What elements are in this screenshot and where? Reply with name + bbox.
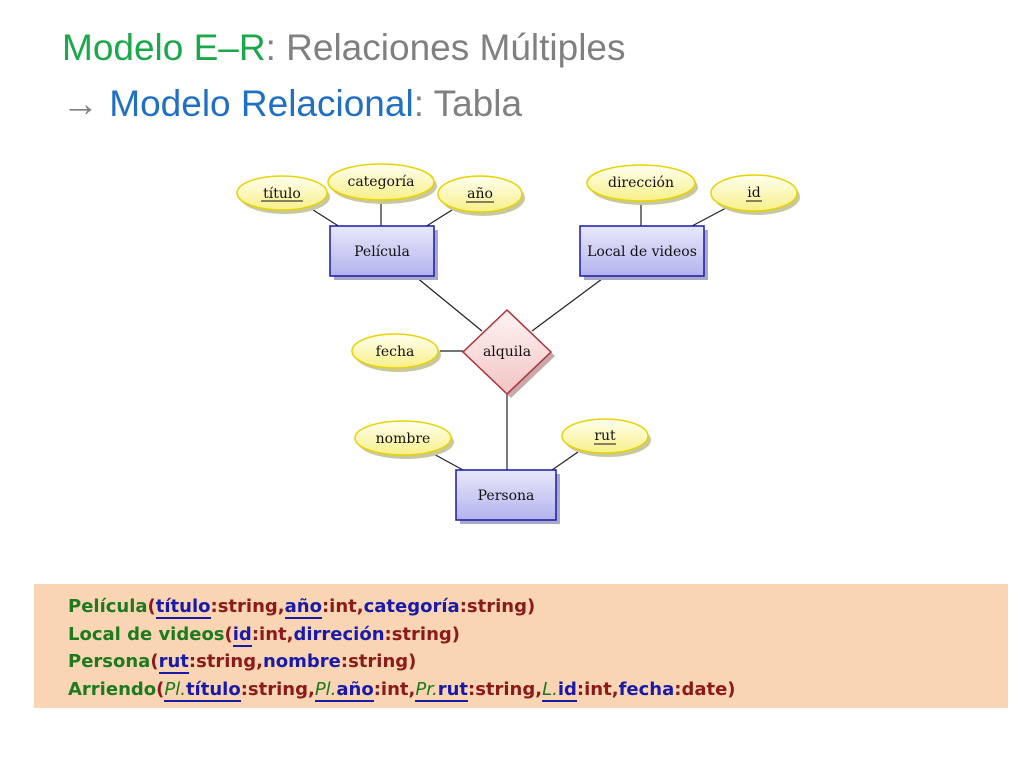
edge-titulo-pelicula — [309, 207, 341, 228]
attribute-fecha: fecha — [351, 333, 441, 372]
entity-label: Local de videos — [587, 244, 697, 260]
relational-schema-box: Película(título:string,año:int,categoría… — [34, 584, 1008, 708]
schema-attr-type: string — [391, 623, 452, 645]
relationship-alquila: alquila — [461, 308, 555, 398]
title-subtitle-1: : Relaciones Múltiples — [265, 27, 626, 68]
schema-attr-type: int — [584, 678, 612, 700]
entity-local-de-videos: Local de videos — [579, 225, 708, 280]
schema-attr-pk: rut — [158, 651, 189, 674]
schema-attr-type: string — [247, 678, 308, 700]
entity-label: Película — [354, 244, 410, 260]
relation-name: Persona — [68, 651, 151, 672]
schema-attr: nombre — [262, 651, 341, 672]
relation-name: Local de videos — [68, 623, 225, 645]
attribute-titulo: título — [236, 175, 330, 214]
attribute-label: dirección — [608, 175, 674, 191]
edge-id-local — [691, 207, 727, 227]
attribute-label: fecha — [376, 344, 415, 360]
edge-pelicula-alquila — [415, 276, 483, 332]
attribute-label: id — [747, 185, 760, 201]
attribute-label: año — [467, 186, 493, 202]
entity-pelicula: Película — [329, 225, 438, 280]
relationship-label: alquila — [483, 344, 531, 360]
attribute-label: nombre — [376, 431, 431, 447]
title-line-2: → Modelo Relacional: Tabla — [62, 76, 626, 132]
schema-attr-type: string — [196, 651, 257, 672]
schema-line-local: Local de videos(id:int,dirreción:string) — [68, 623, 461, 647]
schema-attr-pk: id — [232, 623, 252, 647]
title-relational-model: Modelo Relacional — [109, 83, 414, 124]
schema-attr-type: int — [259, 623, 287, 645]
schema-attr-type: string — [466, 596, 527, 617]
attribute-anio: año — [437, 175, 525, 216]
schema-attr-type: int — [329, 596, 357, 617]
relation-name: Película — [68, 596, 148, 617]
schema-attr-pk: id — [557, 678, 577, 700]
attribute-id: id — [710, 174, 800, 215]
title-er-model: Modelo E–R — [62, 27, 266, 68]
attribute-categoria: categoría — [327, 163, 437, 204]
attribute-label: categoría — [347, 174, 414, 190]
schema-attr-pk: año — [336, 678, 374, 700]
attribute-label: título — [263, 186, 301, 202]
entity-label: Persona — [478, 488, 535, 504]
schema-attr: fecha — [618, 678, 675, 700]
schema-attr: categoría — [363, 596, 460, 617]
schema-attr-type: date — [681, 678, 728, 700]
edge-rut-persona — [551, 451, 579, 471]
schema-attr-type: int — [380, 678, 409, 700]
attribute-label: rut — [594, 428, 616, 444]
foreign-key-prefix: Pl. — [314, 678, 337, 700]
schema-attr-type: string — [475, 678, 536, 700]
schema-attr-pk: título — [185, 678, 241, 700]
foreign-key-prefix: Pr. — [415, 678, 438, 700]
connector-lines — [309, 198, 727, 471]
attribute-rut: rut — [561, 418, 651, 457]
title-subtitle-2: : Tabla — [413, 83, 523, 124]
schema-attr-type: string — [217, 596, 278, 617]
relation-name: Arriendo — [68, 678, 157, 700]
schema-line-arriendo: Arriendo(Pl.título:string,Pl.año:int,Pr.… — [68, 678, 736, 702]
schema-attr: dirreción — [293, 623, 385, 645]
er-diagram: Película Local de videos Persona alquila… — [236, 163, 800, 524]
slide-title: Modelo E–R: Relaciones Múltiples → Model… — [62, 20, 626, 132]
attribute-nombre: nombre — [354, 420, 454, 459]
schema-attr-pk: rut — [437, 678, 468, 700]
schema-attr-pk: título — [155, 596, 211, 619]
foreign-key-prefix: Pl. — [164, 678, 186, 700]
entity-persona: Persona — [455, 469, 560, 524]
schema-line-pelicula: Película(título:string,año:int,categoría… — [68, 596, 536, 619]
foreign-key-prefix: L. — [542, 678, 558, 700]
edge-local-alquila — [531, 275, 607, 332]
schema-attr-type: string — [348, 651, 409, 672]
schema-attr-pk: año — [284, 596, 322, 619]
schema-line-persona: Persona(rut:string,nombre:string) — [68, 651, 417, 674]
edge-anio-pelicula — [424, 209, 453, 228]
arrow-icon: → — [62, 83, 110, 124]
title-line-1: Modelo E–R: Relaciones Múltiples — [62, 20, 626, 76]
attribute-direccion: dirección — [586, 164, 698, 205]
